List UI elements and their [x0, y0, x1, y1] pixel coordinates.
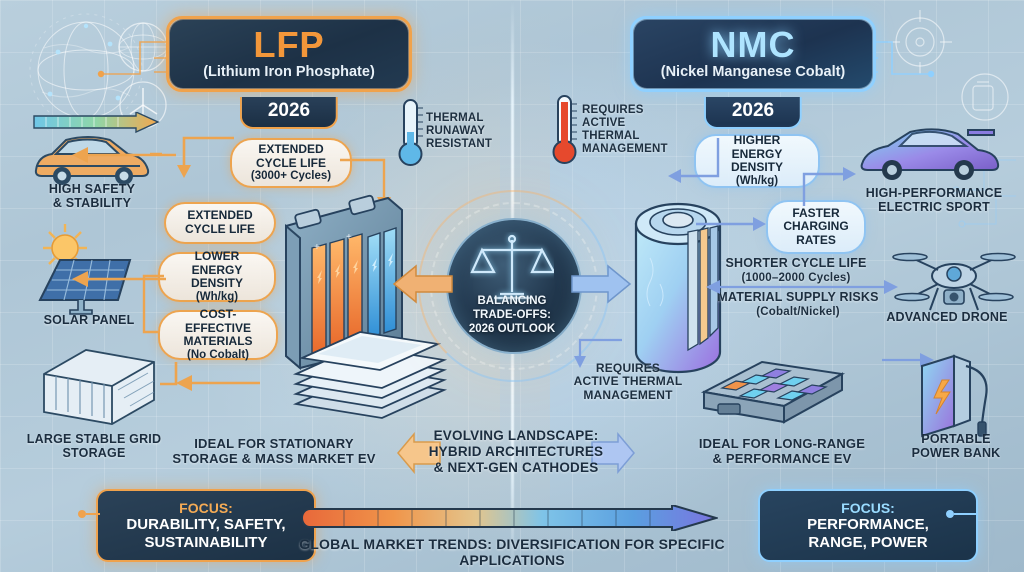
nmc-ideal-for-caption: IDEAL FOR LONG-RANGE& PERFORMANCE EV	[698, 436, 866, 466]
evolving-landscape-label: EVOLVING LANDSCAPE:HYBRID ARCHITECTURES …	[428, 428, 604, 476]
lfp-focus-title: FOCUS:	[179, 500, 233, 516]
lfp-arrow-car-head	[72, 147, 176, 163]
target-reticle-icon	[888, 10, 952, 74]
nmc-arrow-density-to-cell	[668, 138, 720, 183]
pouch-cell-stack-icon	[292, 331, 448, 419]
nmc-double-arrow-drone	[706, 280, 898, 294]
balance-scales-icon	[470, 234, 554, 300]
lfp-code: LFP	[186, 27, 392, 63]
focus-left-connector	[78, 510, 100, 518]
hub-arrow-right	[571, 264, 632, 304]
nmc-full-name: (Nickel Manganese Cobalt)	[660, 64, 846, 80]
svg-text:+: +	[314, 242, 320, 253]
nmc-focus-body: PERFORMANCE,RANGE, POWER	[807, 516, 929, 551]
power-bank-icon	[921, 354, 988, 438]
nmc-arrow-to-faster-charging	[696, 217, 766, 231]
nmc-shorter-cycle-life-label: SHORTER CYCLE LIFE (1000–2000 Cycles)	[725, 256, 867, 284]
nmc-arrow-to-car	[802, 167, 856, 206]
nmc-focus-plate: FOCUS: PERFORMANCE,RANGE, POWER	[758, 489, 978, 563]
battery-module-icon	[700, 360, 846, 424]
nmc-arrow-to-power-bank	[882, 353, 934, 367]
lfp-year-tab: 2026	[239, 97, 339, 129]
battery-status-icon	[961, 73, 1009, 121]
thermometer-hot-icon	[552, 95, 577, 164]
global-trends-caption: GLOBAL MARKET TRENDS: DIVERSIFICATION FO…	[299, 536, 725, 568]
lfp-arrow-to-grid	[160, 362, 178, 386]
energy-gauge-arrow	[33, 112, 160, 134]
circuit-decor-icon	[952, 159, 1016, 228]
nmc-code: NMC	[710, 24, 796, 65]
cylindrical-cell-icon	[634, 202, 722, 374]
nmc-header-plate: NMC (Nickel Manganese Cobalt) 2026	[630, 16, 876, 129]
nmc-focus-title: FOCUS:	[841, 500, 895, 516]
hub-arrow-left	[392, 264, 453, 304]
thermometer-cold-icon	[398, 99, 423, 166]
electric-suv-icon	[34, 136, 150, 185]
lfp-left-rail	[142, 274, 164, 334]
focus-right-connector	[946, 510, 978, 518]
global-trends-arrow	[301, 505, 718, 531]
app-label-high-safety: HIGH SAFETY& STABILITY	[48, 182, 136, 210]
lfp-focus-body: DURABILITY, SAFETY,SUSTAINABILITY	[126, 516, 286, 551]
nmc-year-tab: 2026	[703, 97, 803, 129]
nmc-arrow-thermal-note	[574, 338, 622, 368]
drone-icon	[892, 252, 1016, 311]
evolving-arrow-left	[397, 432, 441, 474]
globe-network-icon	[29, 13, 143, 127]
sports-car-icon	[860, 128, 1000, 180]
prismatic-cell-icon: ++	[285, 194, 403, 371]
evolving-arrow-right	[591, 432, 635, 474]
left-plate-traces	[97, 41, 174, 78]
grid-storage-icon	[43, 349, 155, 425]
svg-text:+: +	[346, 232, 352, 243]
lfp-focus-plate: FOCUS: DURABILITY, SAFETY,SUSTAINABILITY	[96, 489, 316, 563]
nmc-material-supply-risks-label: MATERIAL SUPPLY RISKS (Cobalt/Nickel)	[717, 290, 879, 318]
lfp-arrow-grid-head	[176, 375, 260, 391]
lfp-arrow-to-solar	[72, 271, 166, 287]
lfp-header-plate: LFP (Lithium Iron Phosphate) 2026	[166, 16, 412, 129]
lfp-feature-extended-cycle-life-detail[interactable]: EXTENDED CYCLE LIFE (3000+ Cycles)	[230, 138, 352, 188]
app-label-solar-panel: SOLAR PANEL	[43, 313, 135, 327]
lfp-full-name: (Lithium Iron Phosphate)	[203, 64, 375, 80]
app-label-drone: ADVANCED DRONE	[886, 310, 1008, 324]
